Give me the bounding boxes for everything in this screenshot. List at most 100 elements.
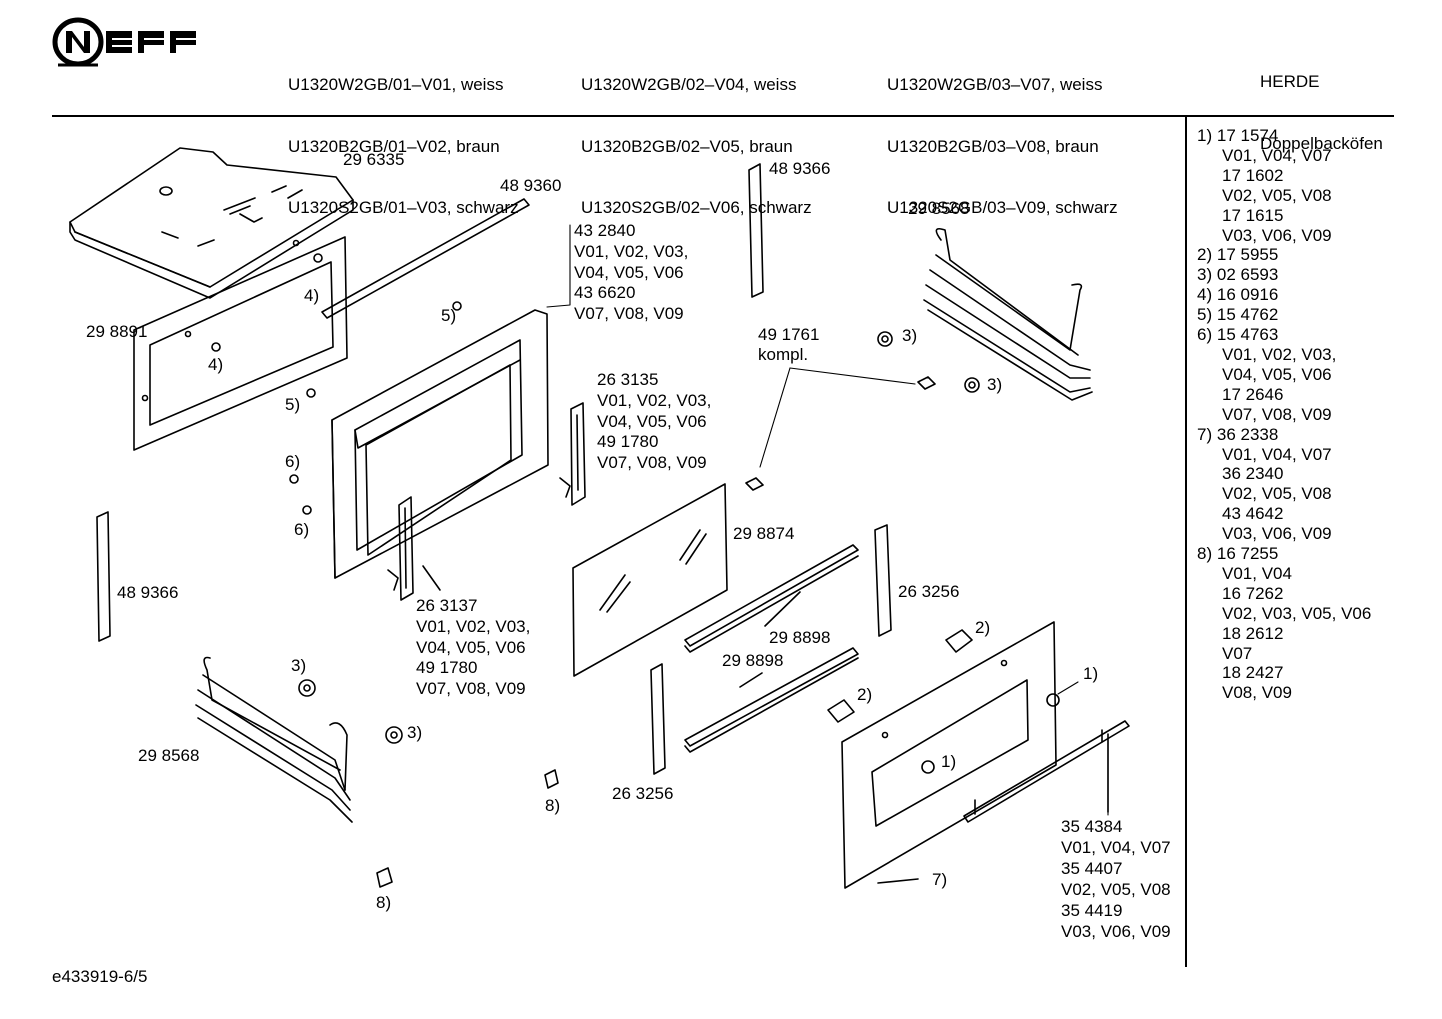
label-26-3137-l4: 49 1780 [416, 658, 478, 678]
model-1c: U1320S2GB/01–V03, schwarz [288, 198, 519, 217]
label-26-3135-l1: 26 3135 [597, 370, 659, 389]
legend-5: 5) 15 4762 [1197, 305, 1279, 325]
model-list-3: U1320W2GB/03–V07, weiss U1320B2GB/03–V08… [887, 34, 1118, 239]
legend-8-l3: 16 7262 [1222, 583, 1284, 603]
door-handle-part [963, 720, 1130, 823]
callout-6-a: 6) [285, 452, 301, 471]
callout-1-a: 1) [1083, 664, 1099, 683]
label-49-1761-l2: kompl. [758, 345, 809, 364]
legend-6-l3: V04, V05, V06 [1222, 364, 1332, 384]
category: HERDE [1260, 72, 1320, 91]
legend-1-l4: V02, V05, V08 [1222, 185, 1332, 205]
label-26-3135-l3: V04, V05, V06 [597, 411, 707, 431]
rod-part [321, 198, 530, 319]
vertical-profile-bottom [650, 663, 666, 775]
callout-8-a: 8) [545, 796, 561, 815]
top-cover-part [69, 147, 354, 299]
legend-6-l4: 17 2646 [1222, 384, 1284, 404]
legend-1-l6: V03, V06, V09 [1222, 225, 1332, 245]
legend-7-l5: 43 4642 [1222, 504, 1284, 524]
category-block: HERDE Doppelbacköfen [1260, 31, 1383, 175]
callout-5-b: 5) [285, 395, 301, 414]
label-26-3135-block: 26 3135 V01, V02, V03, V04, V05, V06 49 … [597, 370, 711, 474]
callout-3-a: 3) [902, 326, 918, 345]
callout-4-b: 4) [208, 355, 224, 374]
callout-4-a: 4) [304, 286, 320, 305]
label-35-4384-l3: 35 4407 [1061, 859, 1123, 878]
legend-7-l3: 36 2340 [1222, 464, 1284, 484]
model-2a: U1320W2GB/02–V04, weiss [581, 75, 797, 94]
strip-part-left [96, 511, 111, 642]
label-35-4384-l5: 35 4419 [1061, 901, 1123, 920]
leader-lines [546, 224, 1109, 816]
legend-1-l3: 17 1602 [1222, 165, 1284, 185]
callout-6-b: 6) [294, 520, 310, 539]
parts-legend: 1) 17 1574 V01, V04, V07 17 1602 V02, V0… [1197, 126, 1371, 703]
callout-8-b: 8) [376, 893, 392, 912]
legend-8-l2: V01, V04 [1222, 563, 1292, 583]
legend-7-l6: V03, V06, V09 [1222, 524, 1332, 544]
label-35-4384-l2: V01, V04, V07 [1061, 838, 1171, 857]
label-43-2840-l2: V01, V02, V03, [574, 241, 689, 261]
shelf-support-part-bottom [195, 656, 353, 823]
legend-1-l2: V01, V04, V07 [1222, 145, 1332, 165]
legend-8-l6: V07 [1222, 643, 1253, 663]
label-29-8568-bottom: 29 8568 [138, 746, 200, 765]
rear-frame-part [133, 236, 348, 451]
label-26-3256-right: 26 3256 [898, 582, 960, 601]
label-29-8898-a: 29 8898 [769, 628, 831, 647]
legend-8-l7: 18 2427 [1222, 663, 1284, 683]
callout-7: 7) [932, 870, 948, 889]
document-code: e433919-6/5 [52, 967, 148, 986]
label-43-2840-l4: 43 6620 [574, 283, 636, 303]
model-1a: U1320W2GB/01–V01, weiss [288, 75, 504, 94]
label-48-9366-top: 48 9366 [769, 159, 831, 178]
callout-3-b: 3) [987, 375, 1003, 394]
model-list-2: U1320W2GB/02–V04, weiss U1320B2GB/02–V05… [581, 34, 812, 239]
shelf-support-part-top [923, 227, 1093, 401]
label-26-3135-l5: V07, V08, V09 [597, 453, 707, 473]
hinge-part-b [387, 496, 441, 601]
label-43-2840-l3: V04, V05, V06 [574, 262, 684, 282]
model-2c: U1320S2GB/02–V06, schwarz [581, 198, 812, 217]
label-29-8898-b: 29 8898 [722, 651, 784, 670]
label-35-4384-l4: V02, V05, V08 [1061, 880, 1171, 899]
vertical-profile-right [874, 524, 892, 637]
callout-2-b: 2) [857, 685, 873, 704]
model-3b: U1320B2GB/03–V08, braun [887, 136, 1099, 156]
label-26-3137-l5: V07, V08, V09 [416, 679, 526, 699]
legend-7: 7) 36 2338 [1197, 424, 1279, 444]
legend-6: 6) 15 4763 [1197, 325, 1279, 345]
legend-7-l4: V02, V05, V08 [1222, 484, 1332, 504]
label-49-1761-l1: 49 1761 [758, 325, 820, 344]
inner-door-frame-part [331, 309, 549, 579]
legend-8-l5: 18 2612 [1222, 623, 1284, 643]
glass-pane-part [572, 483, 728, 677]
label-29-8874: 29 8874 [733, 524, 795, 543]
legend-8-l8: V08, V09 [1222, 683, 1292, 703]
label-43-2840-block: 43 2840 V01, V02, V03, V04, V05, V06 43 … [574, 221, 688, 325]
strip-part-top [748, 163, 764, 298]
screws-and-nuts [211, 253, 1060, 888]
label-29-8568-top: 29 8568 [908, 199, 970, 218]
neff-logo [52, 17, 196, 67]
label-26-3256-bottom: 26 3256 [612, 784, 674, 803]
label-29-6335: 29 6335 [343, 150, 405, 169]
callout-3-d: 3) [407, 723, 423, 742]
legend-8: 8) 16 7255 [1197, 544, 1279, 564]
callout-2-a: 2) [975, 618, 991, 637]
callout-1-b: 1) [941, 752, 957, 771]
model-3a: U1320W2GB/03–V07, weiss [887, 75, 1103, 94]
label-35-4384-l1: 35 4384 [1061, 817, 1123, 836]
label-26-3137-l2: V01, V02, V03, [416, 616, 531, 636]
model-1b: U1320B2GB/01–V02, braun [288, 136, 500, 156]
legend-3: 3) 02 6593 [1197, 265, 1279, 285]
legend-4: 4) 16 0916 [1197, 285, 1279, 305]
header-rule [52, 115, 1394, 117]
label-35-4384-l6: V03, V06, V09 [1061, 922, 1171, 941]
legend-1-l5: 17 1615 [1222, 205, 1284, 225]
legend-6-l2: V01, V02, V03, [1222, 344, 1337, 364]
legend-divider [1185, 117, 1187, 967]
callout-3-c: 3) [291, 656, 307, 675]
